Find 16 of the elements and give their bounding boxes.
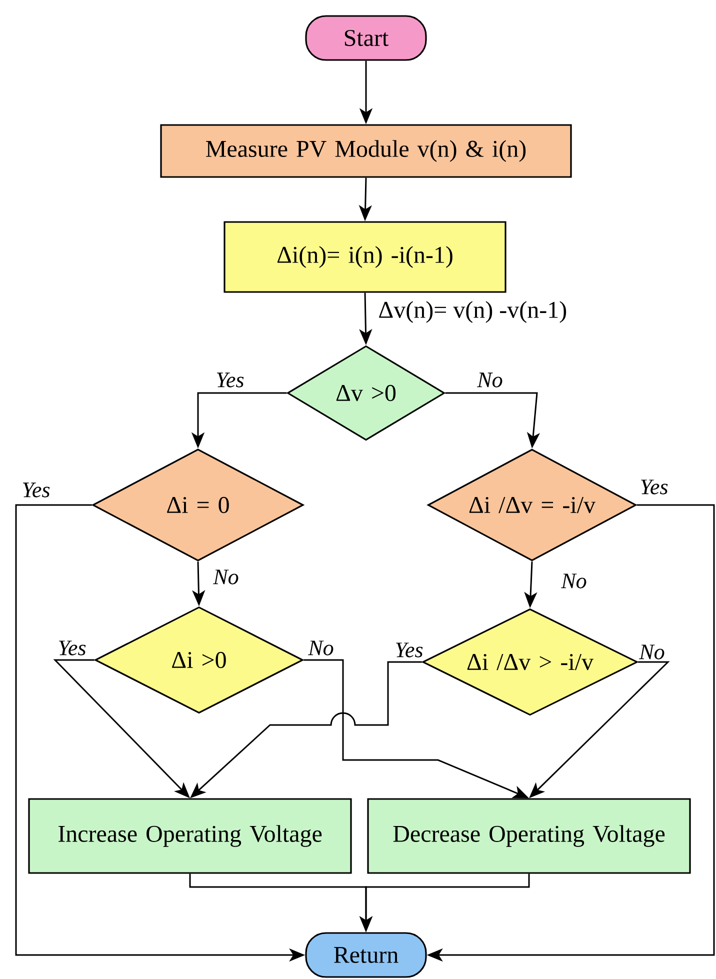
- edge-label: No: [476, 372, 504, 388]
- edge-label: Yes: [214, 372, 246, 388]
- end-terminal: Return: [305, 932, 427, 978]
- start-terminal: Start: [305, 15, 427, 61]
- edge-label: No: [212, 568, 240, 586]
- process-box: Measure PV Module v(n) & i(n): [160, 124, 572, 178]
- equation-text: Δv(n)= v(n) -v(n-1): [379, 301, 566, 323]
- process-box: Δi(n)= i(n) -i(n-1): [224, 221, 506, 293]
- edge-label: Yes: [56, 640, 88, 656]
- edge-label: No: [307, 640, 335, 656]
- edge-label: Yes: [638, 478, 670, 496]
- edge-label: No: [560, 572, 588, 590]
- process-box: Decrease Operating Voltage: [367, 798, 691, 874]
- edge-label: Yes: [20, 482, 52, 498]
- edge-label: No: [638, 644, 666, 660]
- process-box: Increase Operating Voltage: [28, 798, 352, 874]
